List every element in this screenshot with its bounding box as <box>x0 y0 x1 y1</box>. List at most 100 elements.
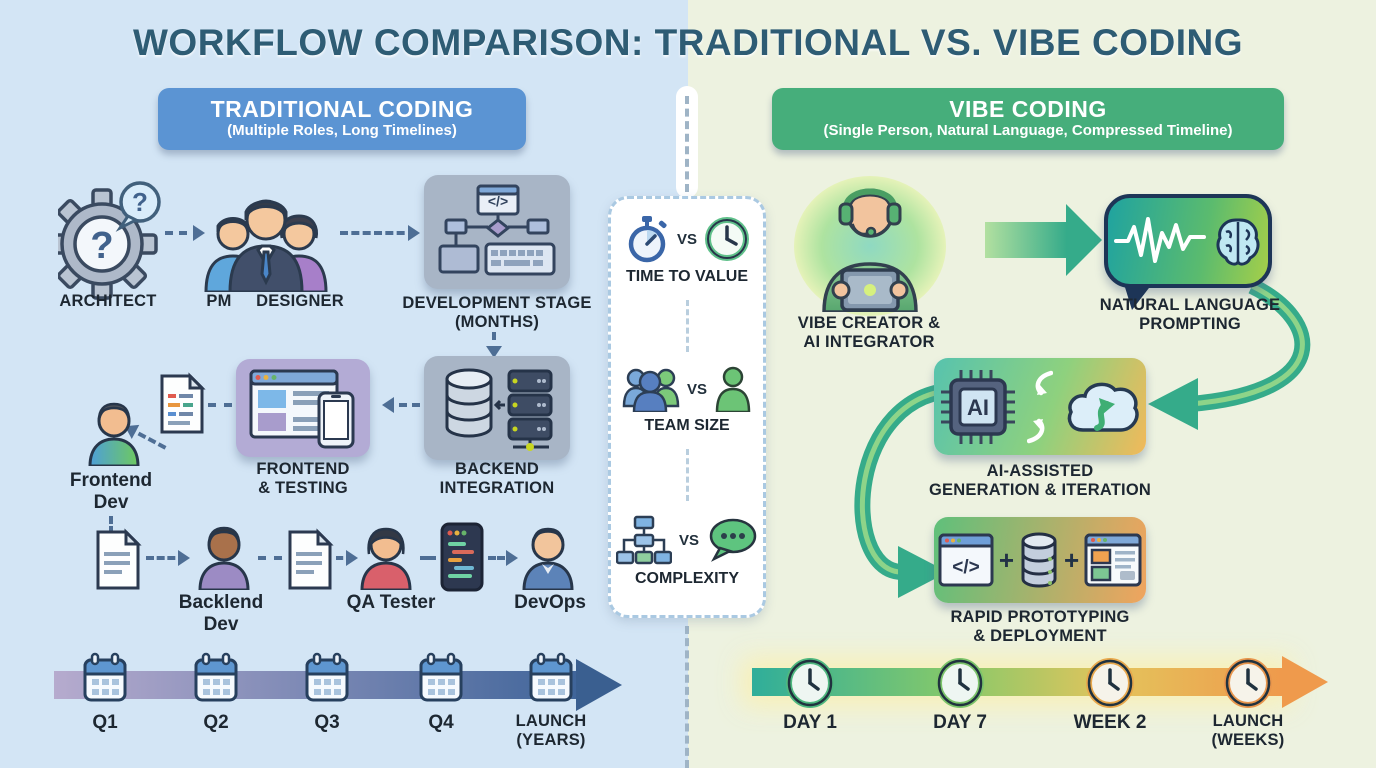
timeline-q3-label: Q3 <box>314 712 340 733</box>
qa-tester-avatar <box>360 527 412 590</box>
svg-text:</>: </> <box>488 193 508 209</box>
clock-icon <box>705 217 749 261</box>
database-icon <box>1021 532 1057 588</box>
timeline-launch-years-label: LAUNCH (YEARS) <box>515 712 587 750</box>
plus-glyph: + <box>998 545 1014 575</box>
svg-text:?: ? <box>90 225 113 267</box>
divider-dashes-bottom <box>685 626 689 768</box>
cycle-arrows-icon <box>1027 370 1053 443</box>
development-stage-box: </> <box>424 175 570 289</box>
vs-label: VS <box>678 531 699 549</box>
stopwatch-icon <box>628 216 667 263</box>
vibe-header-title: VIBE CODING <box>949 95 1107 122</box>
arrow-doc-to-backend-dev <box>146 550 190 566</box>
cloud-sync-icon <box>1067 382 1139 432</box>
test-document-icon <box>288 528 334 590</box>
calendar-icon <box>529 652 573 702</box>
arrow-devstage-down <box>486 332 502 358</box>
arrow-architect-to-team <box>165 225 205 241</box>
vs-label: VS <box>686 380 707 398</box>
frontend-dev-avatar <box>88 402 140 466</box>
development-stage-label: DEVELOPMENT STAGE (MONTHS) <box>402 294 592 332</box>
frontend-testing-box <box>236 359 370 457</box>
nl-prompting-bubble <box>1104 194 1272 288</box>
svg-text:AI: AI <box>967 395 989 420</box>
divider-dashes-top <box>685 96 689 192</box>
speech-bubble-icon <box>709 518 757 562</box>
calendar-icon <box>83 652 127 702</box>
handoff-document-icon <box>96 528 142 590</box>
dashes-frontenddev-down <box>109 516 113 544</box>
timeline-day1-label: DAY 1 <box>783 712 837 733</box>
single-person-icon <box>715 366 751 412</box>
backend-dev-label: Backlend Dev <box>178 592 264 636</box>
nl-prompting-label: NATURAL LANGUAGE PROMPTING <box>1099 296 1281 334</box>
frontend-dev-label: Frontend Dev <box>69 470 153 514</box>
calendar-icon <box>419 652 463 702</box>
browser-phone-icon <box>249 369 355 449</box>
arrow-code-to-devops <box>488 550 518 566</box>
traditional-header-subtitle: (Multiple Roles, Long Timelines) <box>227 122 457 140</box>
voice-waveform-icon <box>1114 217 1206 263</box>
flowchart-keyboard-icon: </> <box>438 184 556 276</box>
traditional-header: TRADITIONAL CODING (Multiple Roles, Long… <box>158 88 526 150</box>
app-layout-icon <box>1084 533 1142 587</box>
spec-document-icon <box>160 372 206 434</box>
vibe-creator-icon <box>822 188 918 312</box>
comparison-panel: VS TIME TO VALUE VS <box>608 196 766 618</box>
clock-milestone-icon <box>1224 658 1272 708</box>
code-panel-icon <box>440 522 484 592</box>
pm-label: PM <box>206 292 232 310</box>
vibe-timeline-arrowhead <box>1282 656 1328 708</box>
timeline-q1-label: Q1 <box>92 712 118 733</box>
arrow-team-to-devstage <box>340 225 420 241</box>
database-servers-icon <box>445 368 553 451</box>
brain-icon <box>1216 218 1260 266</box>
calendar-icon <box>194 652 238 702</box>
team-group-icon <box>622 368 680 412</box>
ai-chip-icon: AI <box>941 369 1015 444</box>
ai-generation-box: AI <box>934 358 1146 455</box>
complexity-label: COMPLEXITY <box>634 570 739 587</box>
vibe-header-subtitle: (Single Person, Natural Language, Compre… <box>823 122 1233 140</box>
frontend-testing-label: FRONTEND & TESTING <box>256 460 350 498</box>
panel-divider-dashes <box>685 449 689 501</box>
arrow-doc-to-qa <box>336 550 358 566</box>
team-pm-designer-icon <box>204 199 328 292</box>
dashes-frontend-to-doc <box>208 403 232 407</box>
arrow-creator-to-prompting <box>985 222 1067 258</box>
architect-label: ARCHITECT <box>59 292 157 310</box>
arrow-creator-to-prompting-head <box>1066 204 1102 276</box>
architect-gear-icon: ? ? <box>58 181 161 300</box>
clock-milestone-icon <box>786 658 834 708</box>
vibe-header: VIBE CODING (Single Person, Natural Lang… <box>772 88 1284 150</box>
traditional-timeline-arrowhead <box>576 659 622 711</box>
team-size-label: TEAM SIZE <box>644 417 730 434</box>
clock-milestone-icon <box>1086 658 1134 708</box>
dashes-backenddev-to-doc <box>258 556 282 560</box>
plus-glyph: + <box>1064 545 1080 575</box>
hierarchy-icon <box>615 515 672 565</box>
ai-generation-label: AI-ASSISTED GENERATION & ITERATION <box>929 462 1151 500</box>
panel-divider-dashes <box>685 300 689 352</box>
clock-milestone-icon <box>936 658 984 708</box>
vibe-timeline-bar <box>752 668 1282 696</box>
timeline-launch-weeks-label: LAUNCH (WEEKS) <box>1211 712 1285 750</box>
qa-tester-label: QA Tester <box>346 592 436 613</box>
backend-integration-label: BACKEND INTEGRATION <box>439 460 555 498</box>
traditional-header-title: TRADITIONAL CODING <box>210 95 474 122</box>
svg-text:?: ? <box>132 187 148 217</box>
devops-label: DevOps <box>514 592 586 613</box>
arrow-backend-to-frontend <box>382 397 420 413</box>
time-to-value-label: TIME TO VALUE <box>625 268 749 285</box>
rapid-prototyping-label: RAPID PROTOTYPING & DEPLOYMENT <box>950 608 1130 646</box>
page-title: WORKFLOW COMPARISON: TRADITIONAL VS. VIB… <box>133 22 1243 63</box>
timeline-day7-label: DAY 7 <box>933 712 987 733</box>
vibe-creator-label: VIBE CREATOR & AI INTEGRATOR <box>797 314 941 352</box>
devops-avatar <box>522 527 574 590</box>
timeline-q4-label: Q4 <box>428 712 454 733</box>
designer-label: DESIGNER <box>256 292 344 310</box>
backend-dev-avatar <box>198 526 250 590</box>
